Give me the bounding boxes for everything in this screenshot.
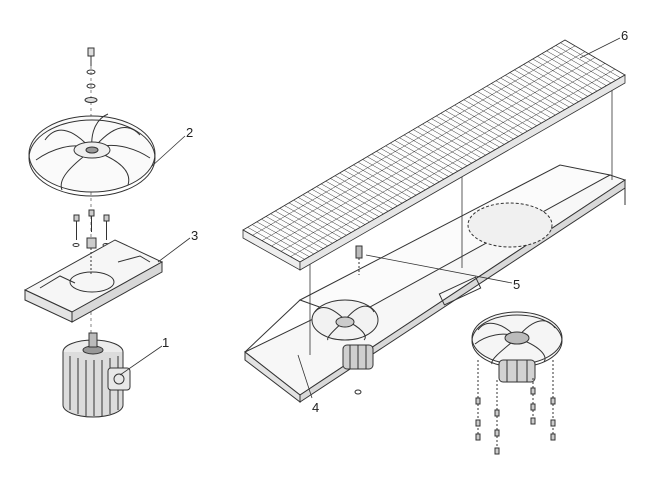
- fan-stack-assembly: [23, 47, 164, 418]
- callout-labels: 1 2 3 4 5 6: [162, 28, 628, 415]
- spacer-item-5: [355, 245, 363, 259]
- protective-grille-item-6: [242, 39, 626, 271]
- leader-1: [119, 345, 163, 376]
- fan-screws-right: [475, 360, 556, 455]
- callout-1: 1: [162, 335, 169, 350]
- callout-5: 5: [513, 277, 520, 292]
- callout-6: 6: [621, 28, 628, 43]
- grille-wires: [242, 39, 626, 263]
- leader-6: [579, 37, 621, 59]
- air-curtain-housing-item-4: [244, 85, 627, 404]
- leader-2: [151, 135, 186, 167]
- leader-4: [297, 354, 313, 399]
- fan-blade-item-2: [28, 113, 156, 197]
- leader-lines: [119, 37, 621, 399]
- callout-4: 4: [312, 400, 319, 415]
- exploded-fan-right: [471, 311, 563, 455]
- mounting-screws: [72, 209, 110, 249]
- mounting-plate-item-3: [23, 239, 164, 323]
- installed-fan-left: [311, 299, 379, 395]
- leader-5: [365, 254, 513, 284]
- callout-2: 2: [186, 125, 193, 140]
- callout-3: 3: [191, 228, 198, 243]
- leader-3: [157, 237, 191, 263]
- motor-item-1: [62, 332, 131, 418]
- top-screw-and-washers: [84, 47, 98, 103]
